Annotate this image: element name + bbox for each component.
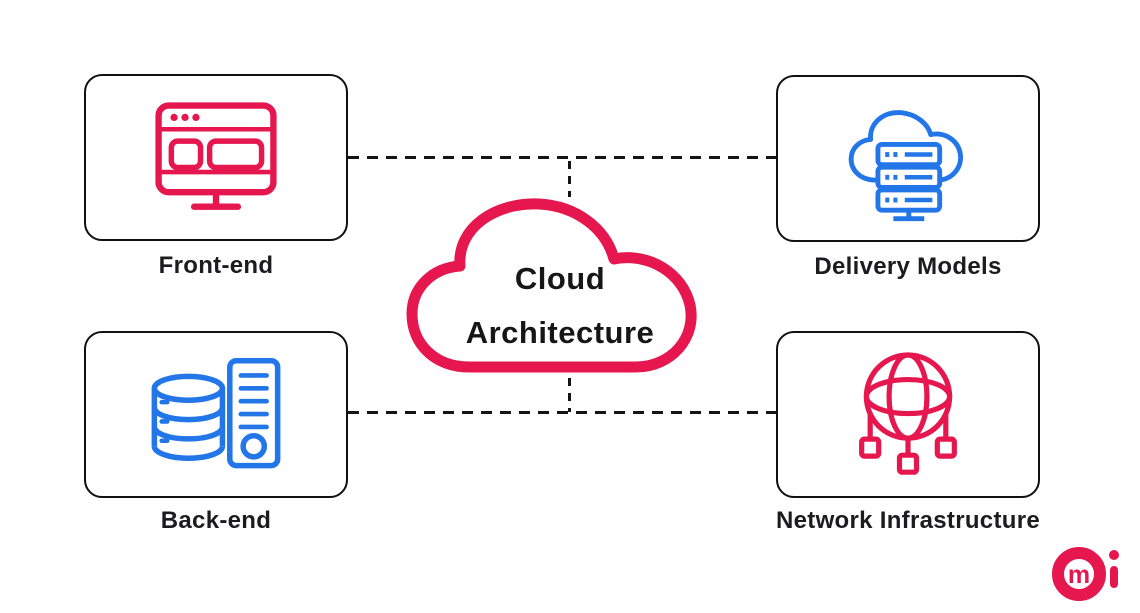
central-cloud: Cloud Architecture (403, 195, 717, 383)
svg-text:m: m (1068, 561, 1090, 589)
connector-bottom-vertical (568, 378, 571, 412)
label-front-end: Front-end (158, 252, 274, 279)
connector-top-vertical (568, 161, 571, 197)
label-back-end: Back-end (160, 507, 272, 534)
connector-bottom-horizontal (348, 411, 776, 414)
globe-network-icon (859, 351, 957, 475)
node-back-end (84, 331, 348, 498)
diagram-title-line1: Cloud (514, 261, 606, 296)
cloud-shape (406, 198, 697, 373)
database-server-icon (151, 357, 281, 468)
connector-top-horizontal (348, 156, 776, 159)
label-delivery-models: Delivery Models (814, 253, 1002, 280)
cloud-servers-icon (848, 109, 964, 221)
diagram-title-line2: Architecture (465, 315, 655, 350)
mi-brand-logo-icon: m (1052, 542, 1119, 601)
node-network-infrastructure (776, 331, 1040, 498)
diagram-title: Cloud Architecture (403, 195, 717, 383)
node-delivery-models (776, 75, 1040, 242)
label-network-infrastructure: Network Infrastructure (776, 507, 1040, 534)
node-front-end (84, 74, 348, 241)
browser-window-icon (155, 102, 277, 210)
